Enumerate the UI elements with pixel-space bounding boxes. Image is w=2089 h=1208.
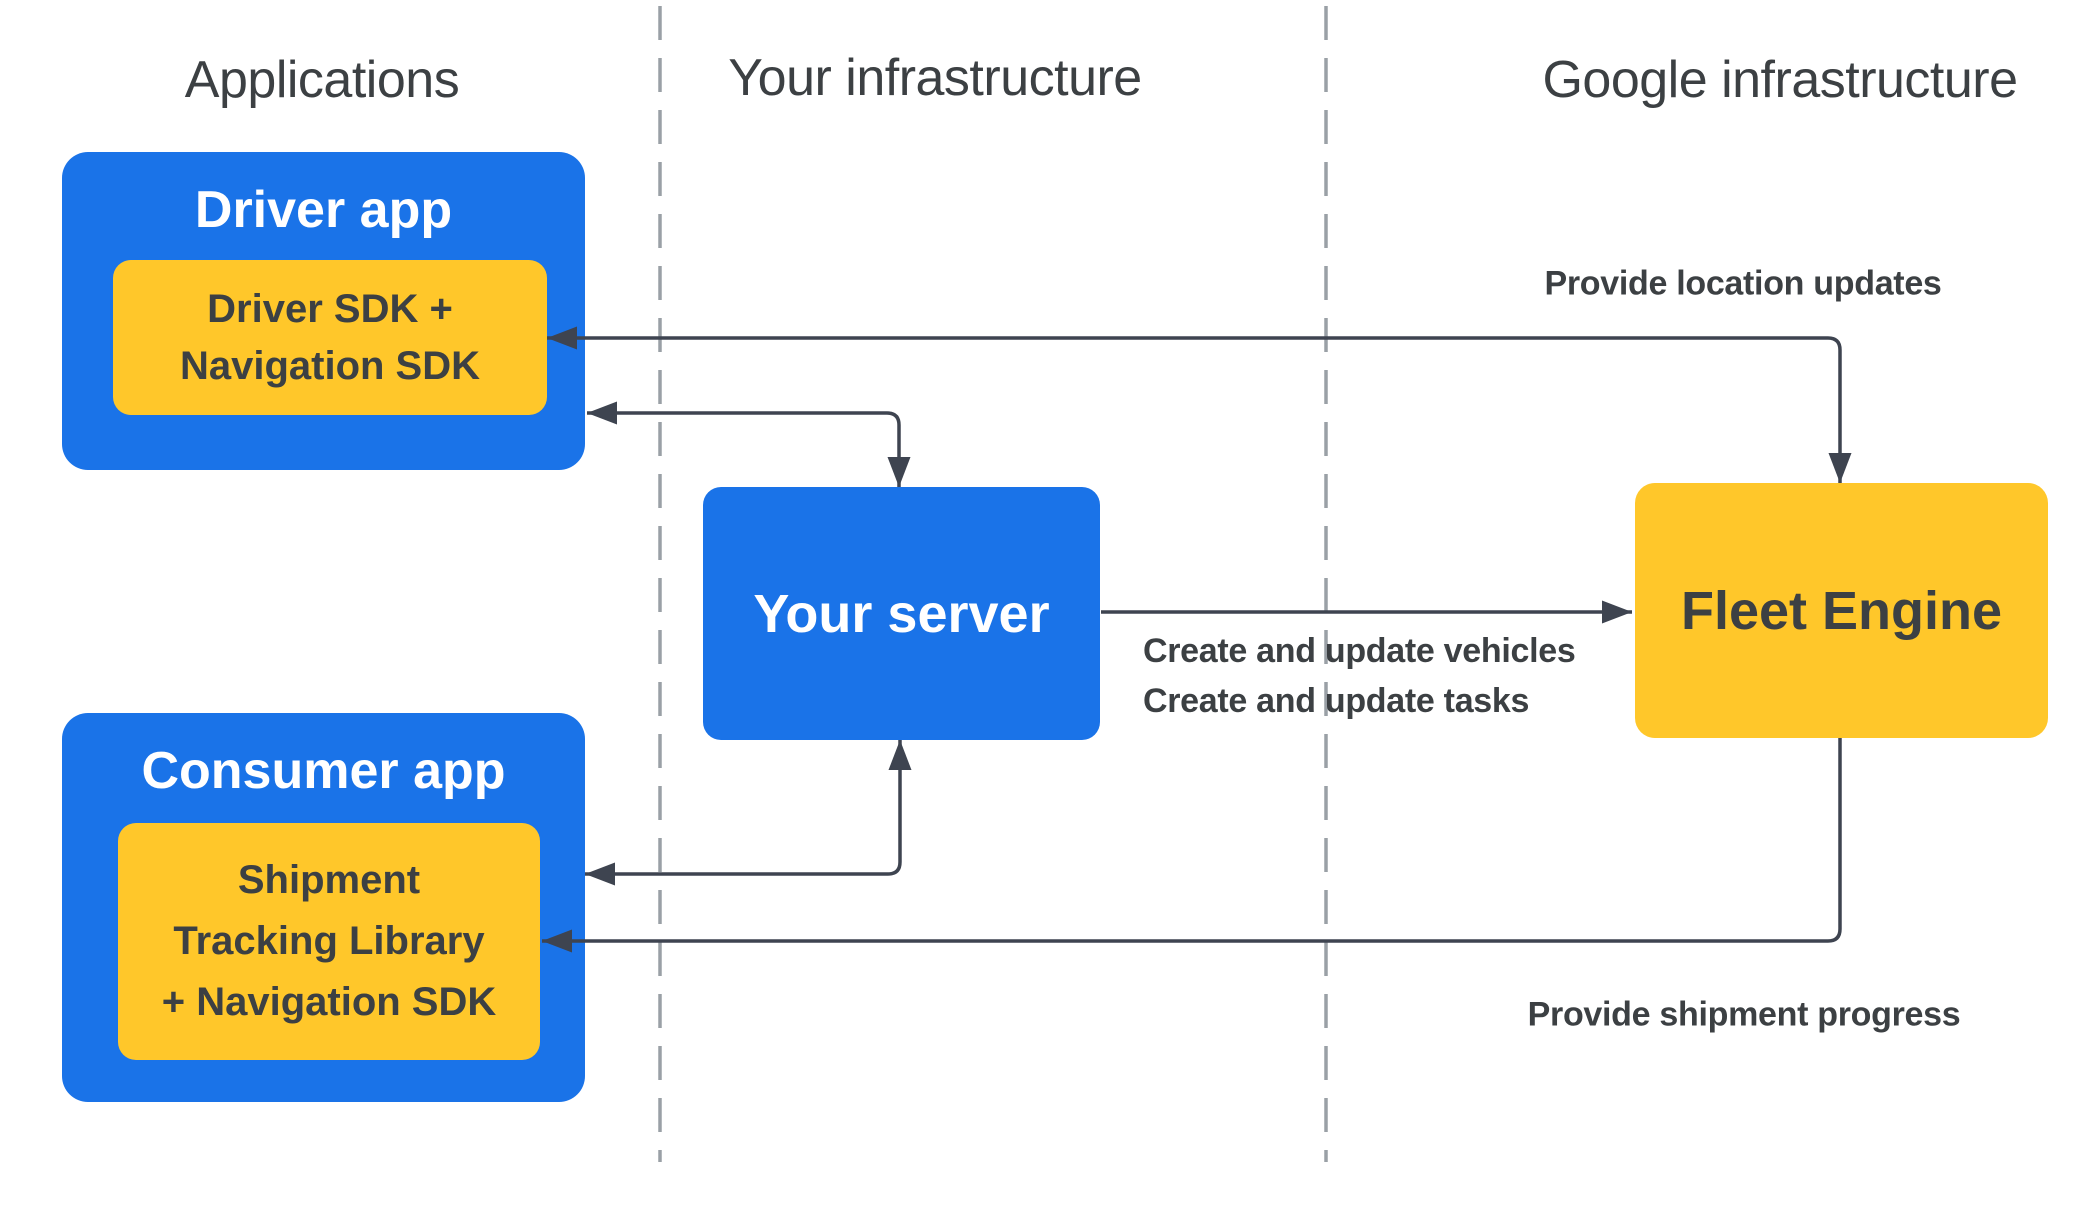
your-server-node: Your server [703,487,1100,740]
driver-app-title: Driver app [194,181,453,239]
label-create-and-update: Create and update vehicles Create and up… [1143,632,1576,720]
edge-consumer-app-your-server [585,740,912,886]
consumer-app-title: Consumer app [141,742,506,800]
label-provide-location-updates: Provide location updates [1544,264,1942,303]
column-header-google-infrastructure: Google infrastructure [1542,51,2018,109]
edge-driver-sdk-fleet-engine [547,326,1852,483]
shipment-tracking-chip: Shipment Tracking Library + Navigation S… [118,823,540,1060]
driver-sdk-chip: Driver SDK + Navigation SDK [113,260,547,415]
label-provide-shipment-progress: Provide shipment progress [1527,995,1961,1034]
fleet-engine-node: Fleet Engine [1635,483,2048,738]
edge-driver-app-your-server [587,401,911,487]
column-header-your-infrastructure: Your infrastructure [728,49,1142,107]
edge-fleet-engine-shipment-library [542,738,1842,953]
column-header-applications: Applications [184,51,460,109]
